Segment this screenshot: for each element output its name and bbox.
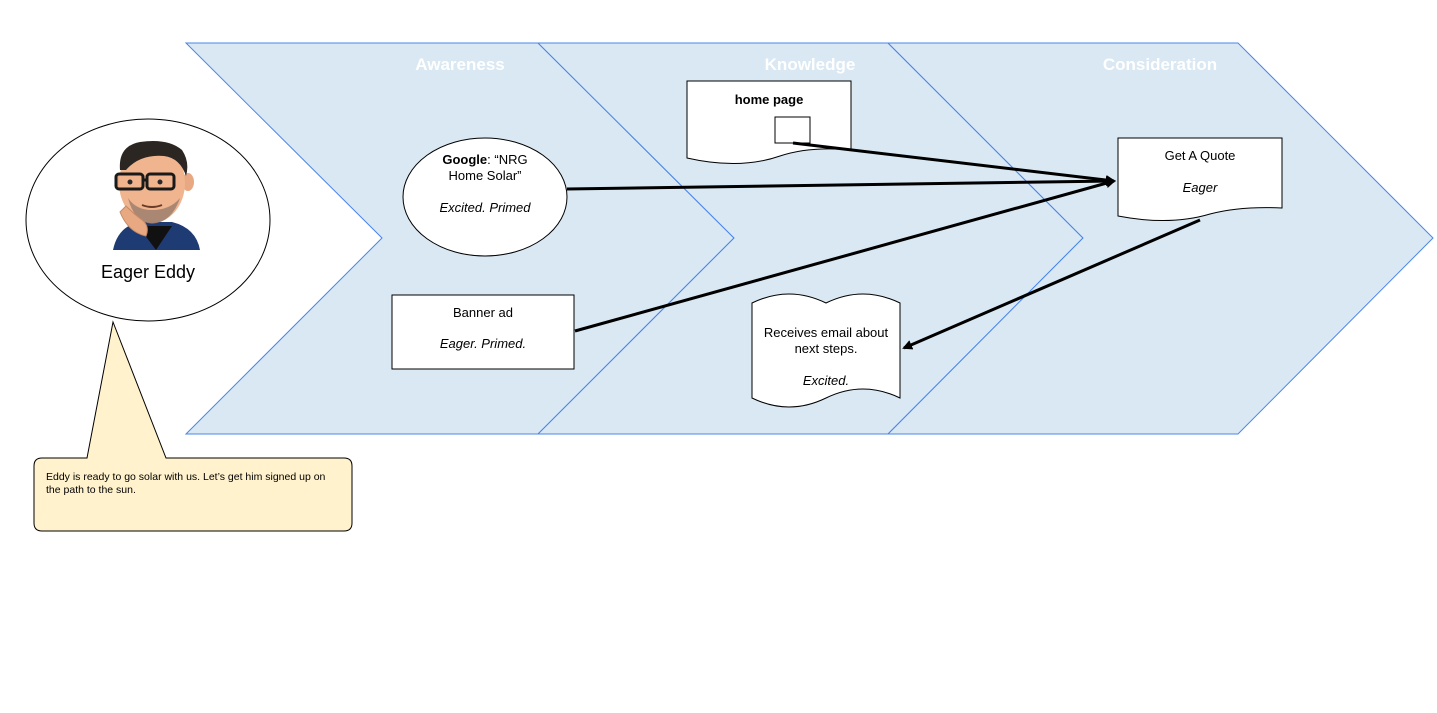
- persona: Eager Eddy: [25, 118, 271, 322]
- google-title-line2: Home Solar”: [449, 168, 522, 183]
- email-emotion: Excited.: [803, 373, 849, 388]
- google-emotion: Excited. Primed: [439, 200, 531, 215]
- persona-name: Eager Eddy: [101, 262, 195, 282]
- connector-home-page-to-quote: [792, 141, 1116, 186]
- home-page-cta-box: [774, 116, 811, 144]
- cartoon-man-avatar-icon: [113, 141, 200, 250]
- touchpoint-banner-ad: Banner ad Eager. Primed.: [391, 294, 575, 370]
- touchpoint-google: Google: “NRG Home Solar” Excited. Primed: [402, 137, 568, 257]
- note-text: Eddy is ready to go solar with us. Let’s…: [46, 471, 326, 496]
- note-callout: [33, 320, 353, 532]
- google-title-rest: : “NRG: [487, 152, 527, 167]
- quote-title: Get A Quote: [1165, 148, 1236, 163]
- stage-awareness-label: Awareness: [415, 55, 504, 74]
- banner-title: Banner ad: [453, 305, 513, 320]
- home-page-title: home page: [735, 92, 804, 107]
- connector-quote-to-email: [902, 218, 1201, 350]
- stage-consideration-label: Consideration: [1103, 55, 1217, 74]
- google-title-line1: Google: “NRG: [442, 152, 527, 167]
- touchpoint-email: Receives email about next steps. Excited…: [751, 293, 901, 408]
- quote-emotion: Eager: [1183, 180, 1218, 195]
- connectors: [566, 141, 1201, 350]
- email-line1: Receives email about: [764, 325, 889, 340]
- touchpoint-get-a-quote: Get A Quote Eager: [1117, 137, 1283, 221]
- connector-banner-to-quote: [574, 178, 1116, 333]
- connector-google-to-quote: [566, 176, 1116, 191]
- email-line2: next steps.: [795, 341, 858, 356]
- google-title-bold: Google: [442, 152, 487, 167]
- touchpoint-home-page: home page: [686, 80, 852, 164]
- banner-emotion: Eager. Primed.: [440, 336, 526, 351]
- stage-knowledge-label: Knowledge: [765, 55, 856, 74]
